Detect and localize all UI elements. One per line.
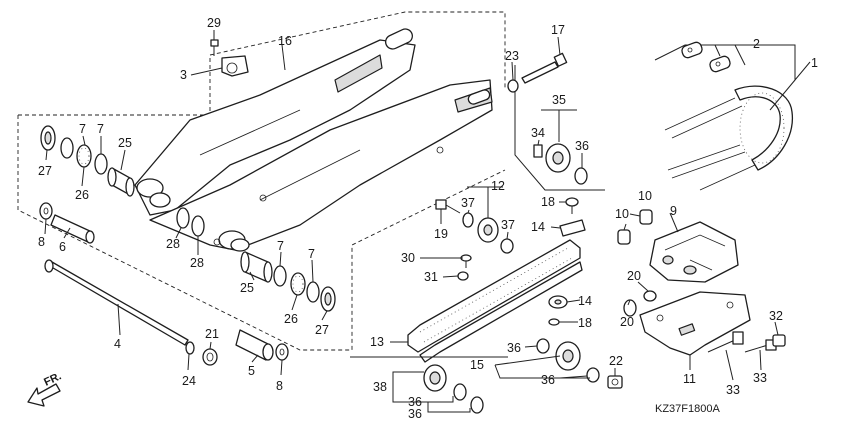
callout-25-right: 25 xyxy=(240,281,254,295)
callout-25-left: 25 xyxy=(118,136,132,150)
callout-30: 30 xyxy=(401,251,415,265)
callout-4: 4 xyxy=(114,337,121,351)
chain-guide-slider-14-bottom xyxy=(548,295,568,309)
washer-23 xyxy=(507,79,519,93)
collar-5 xyxy=(235,329,274,361)
nut-21 xyxy=(202,348,218,366)
clamp-3 xyxy=(221,55,249,77)
callout-1: 1 xyxy=(811,56,818,70)
callout-8-left: 8 xyxy=(38,235,45,249)
callout-27-right: 27 xyxy=(315,323,329,337)
callout-36-roller15-a: 36 xyxy=(507,341,521,355)
nut-31 xyxy=(457,271,469,281)
callout-labels: 29 16 3 23 17 2 1 35 34 36 7 7 25 27 26 … xyxy=(38,16,818,421)
nut-32 xyxy=(772,334,786,347)
washer-8-left xyxy=(39,202,53,220)
callout-18-top: 18 xyxy=(541,195,555,209)
callout-36-roller38-a: 36 xyxy=(408,395,422,409)
callout-10-b: 10 xyxy=(638,189,652,203)
front-direction-arrow xyxy=(27,383,61,407)
roller-set-35 xyxy=(533,143,588,185)
callout-24: 24 xyxy=(182,374,196,388)
group-frames xyxy=(17,11,746,351)
callout-11: 11 xyxy=(683,372,696,386)
diagram-code: KZ37F1800A xyxy=(655,403,720,415)
callout-14-top: 14 xyxy=(531,220,545,234)
swingarm-16 xyxy=(134,28,493,252)
callout-33-a: 33 xyxy=(726,383,740,397)
leader-lines xyxy=(44,30,811,413)
callout-8-right: 8 xyxy=(276,379,283,393)
callout-15: 15 xyxy=(470,358,484,372)
callout-37-a: 37 xyxy=(461,196,475,210)
callout-26-right: 26 xyxy=(284,312,298,326)
callout-27-left: 27 xyxy=(38,164,52,178)
callout-10-a: 10 xyxy=(615,207,629,221)
callout-34: 34 xyxy=(531,126,545,140)
chain-guide-slider-14-top xyxy=(559,219,586,237)
callout-31: 31 xyxy=(424,270,438,284)
nut-22 xyxy=(607,375,623,389)
callout-13: 13 xyxy=(370,335,384,349)
callout-36-roller35: 36 xyxy=(575,139,589,153)
drive-chain-1 xyxy=(664,85,793,191)
left-pivot-stack xyxy=(40,125,135,197)
callout-36-roller38-b: 36 xyxy=(408,407,422,421)
washer-8-right xyxy=(275,343,289,361)
callout-9: 9 xyxy=(670,204,677,218)
callout-12: 12 xyxy=(491,179,505,193)
callout-7-right-b: 7 xyxy=(308,247,315,261)
bolt-19 xyxy=(435,199,461,214)
chain-slider-13 xyxy=(407,239,583,363)
callout-17: 17 xyxy=(551,23,565,37)
callout-7-right-a: 7 xyxy=(277,239,284,253)
callout-16: 16 xyxy=(278,34,292,48)
callout-36-roller15-b: 36 xyxy=(541,373,555,387)
callout-7-left-b: 7 xyxy=(97,122,104,136)
callout-14-bottom: 14 xyxy=(578,294,592,308)
callout-22: 22 xyxy=(609,354,623,368)
chain-guide-9 xyxy=(649,221,739,283)
chain-guide-plate-11 xyxy=(639,291,751,356)
collar-10-b xyxy=(617,229,631,245)
collar-20-a xyxy=(643,290,657,302)
callout-28-a: 28 xyxy=(166,237,180,251)
collar-20-b xyxy=(623,299,637,317)
callout-33-b: 33 xyxy=(753,371,767,385)
callout-37-b: 37 xyxy=(501,218,515,232)
callout-35: 35 xyxy=(552,93,566,107)
pivot-shaft-4 xyxy=(44,259,189,346)
callout-38: 38 xyxy=(373,380,387,394)
screw-18-top xyxy=(565,197,579,214)
callout-5: 5 xyxy=(248,364,255,378)
front-direction-label: FR. xyxy=(42,370,63,388)
bolt-33-a xyxy=(707,331,744,353)
callout-3: 3 xyxy=(180,68,187,82)
bolt-17 xyxy=(521,52,568,84)
roller-set-12 xyxy=(462,212,514,254)
callout-2: 2 xyxy=(753,37,760,51)
callout-6: 6 xyxy=(59,240,66,254)
collar-10-a xyxy=(639,209,653,225)
callout-29: 29 xyxy=(207,16,221,30)
callout-23: 23 xyxy=(505,49,519,63)
callout-32: 32 xyxy=(769,309,783,323)
callout-18-bottom: 18 xyxy=(578,316,592,330)
screw-18-bottom xyxy=(548,318,568,326)
washer-24 xyxy=(185,341,195,355)
callout-21: 21 xyxy=(205,327,219,341)
callout-19: 19 xyxy=(434,227,448,241)
callout-20-a: 20 xyxy=(627,269,641,283)
collar-6 xyxy=(50,214,95,244)
chain-joint-2 xyxy=(681,41,731,73)
screw-30 xyxy=(460,254,472,268)
roller-set-38 xyxy=(423,364,484,414)
callout-20-b: 20 xyxy=(620,315,634,329)
callout-28-b: 28 xyxy=(190,256,204,270)
callout-26-left: 26 xyxy=(75,188,89,202)
callout-7-left-a: 7 xyxy=(79,122,86,136)
